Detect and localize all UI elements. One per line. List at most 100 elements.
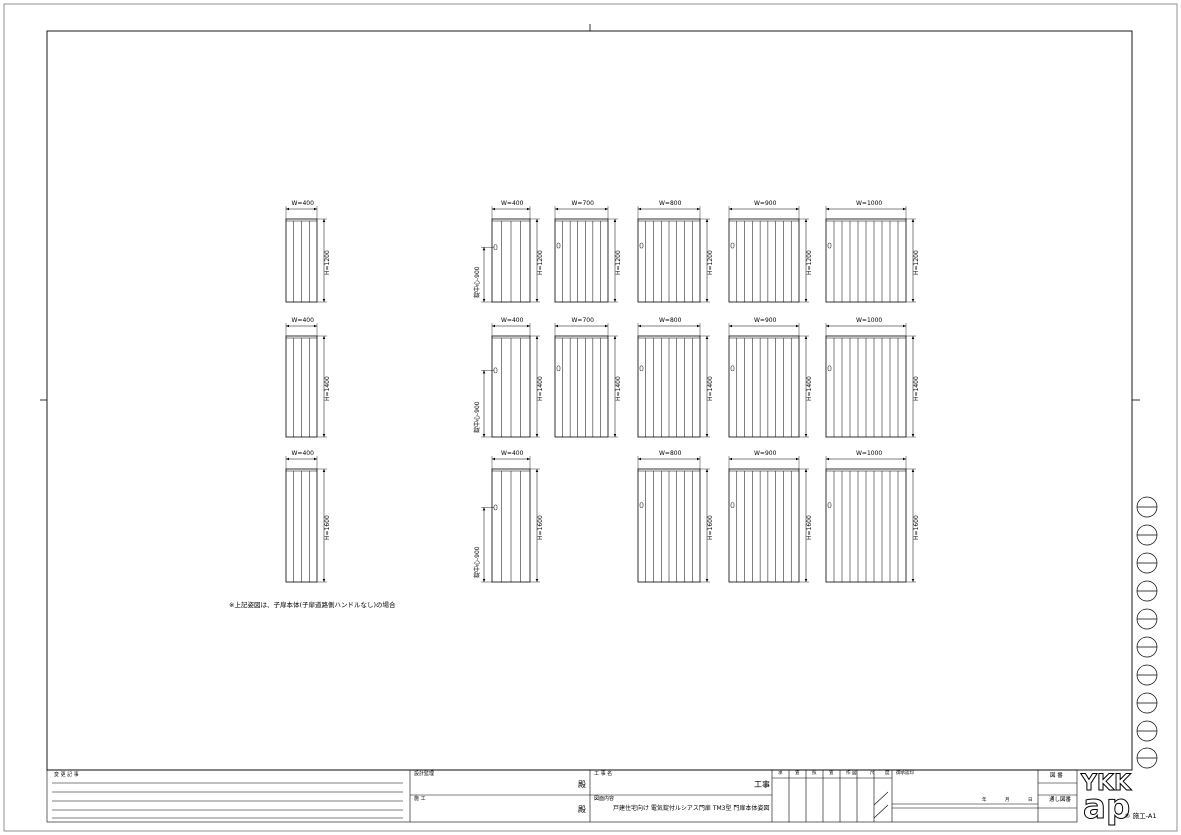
gate-panel: [728, 456, 809, 583]
height-label: H=1200: [537, 249, 544, 275]
handle-icon: [730, 365, 735, 372]
handle-icon: [493, 504, 498, 511]
stamp-header-5: 作: [846, 771, 851, 776]
gate-panel: [728, 323, 809, 438]
height-label: H=1600: [537, 514, 544, 540]
width-label: W=900: [754, 200, 777, 207]
height-label: H=1600: [806, 514, 813, 540]
height-label: H=1400: [324, 375, 331, 401]
handle-icon: [827, 365, 832, 372]
handle-icon: [827, 502, 832, 508]
gate-panel: [481, 323, 540, 438]
height-label: H=1600: [913, 514, 920, 540]
width-label: W=1000: [856, 317, 883, 324]
width-label: W=400: [291, 200, 314, 207]
gate-panel: [481, 456, 540, 583]
lock-center-label: 錠中心-900: [474, 401, 481, 433]
gate-panel: [825, 456, 916, 583]
width-label: W=400: [291, 317, 314, 324]
height-label: H=1200: [913, 249, 920, 275]
handle-icon: [493, 244, 498, 250]
handle-icon: [827, 242, 832, 249]
design-label: 設計監理: [414, 771, 435, 777]
width-label: W=700: [571, 200, 594, 207]
gate-panel: [481, 206, 540, 303]
ykk-ap-logo: YKK ap: [1080, 771, 1133, 828]
revision-circles: [1136, 496, 1158, 769]
content-label: 図面内容: [594, 796, 615, 802]
lock-center-label: 錠中心-900: [474, 546, 481, 578]
gate-panel: [637, 206, 710, 303]
serial-label: 通し図番: [1049, 797, 1072, 803]
revision-label: 変 更 記 事: [54, 772, 79, 778]
stamp-header-3: 照: [812, 771, 817, 776]
width-label: W=800: [659, 317, 682, 324]
honorific-2: 殿: [578, 805, 586, 814]
year-label: 年: [982, 798, 987, 803]
width-label: W=1000: [856, 200, 883, 207]
width-label: W=800: [659, 450, 682, 457]
height-label: H=1600: [707, 514, 714, 540]
lock-center-label: 錠中心-900: [474, 266, 481, 298]
stamp-header-1: 承: [778, 771, 783, 776]
gate-panel: [825, 206, 916, 303]
stamp-header-7: 尺: [870, 771, 875, 776]
approval-label: 御承認印: [896, 771, 914, 776]
gate-panel: [637, 323, 710, 438]
day-label: 日: [1028, 798, 1033, 803]
height-label: H=1400: [707, 375, 714, 401]
handle-icon: [639, 242, 644, 249]
height-label: H=1200: [806, 249, 813, 275]
height-label: H=1200: [615, 249, 622, 275]
height-label: H=1400: [806, 375, 813, 401]
sheet-code-text: 施工-A1: [1132, 812, 1157, 820]
month-label: 月: [1005, 798, 1010, 803]
height-label: H=1400: [615, 375, 622, 401]
width-label: W=700: [571, 317, 594, 324]
height-label: H=1400: [913, 375, 920, 401]
stamp-header-4: 査: [829, 771, 834, 776]
height-label: H=1600: [324, 514, 331, 540]
gate-panels: [285, 206, 916, 583]
width-label: W=400: [501, 200, 524, 207]
height-label: H=1200: [324, 249, 331, 275]
logo-line2: ap: [1083, 787, 1130, 827]
sheet-code: ® 施工-A1: [1124, 812, 1157, 820]
gate-panel: [554, 206, 618, 303]
title-block-grid: [46, 769, 1078, 823]
handle-icon: [556, 242, 561, 249]
gate-panel: [285, 206, 327, 303]
gate-panel: [825, 323, 916, 438]
handle-icon: [556, 365, 561, 372]
gate-panel: [728, 206, 809, 303]
stamp-header-8: 度: [885, 771, 890, 776]
width-label: W=900: [754, 450, 777, 457]
project-label: 工 事 名: [594, 771, 613, 777]
width-label: W=900: [754, 317, 777, 324]
width-label: W=800: [659, 200, 682, 207]
width-label: W=400: [501, 450, 524, 457]
width-label: W=400: [501, 317, 524, 324]
gate-panel: [285, 323, 327, 438]
construction-label: 施 工: [414, 796, 426, 802]
handle-icon: [730, 242, 735, 249]
width-label: W=1000: [856, 450, 883, 457]
honorific-1: 殿: [578, 780, 586, 789]
handle-icon: [639, 365, 644, 372]
width-label: W=400: [291, 450, 314, 457]
stamp-header-6: 図: [852, 771, 857, 776]
handle-icon: [493, 367, 498, 374]
height-label: H=1200: [707, 249, 714, 275]
stamp-header-2: 査: [795, 771, 800, 776]
content-value: 戸建住宅向け 電気錠付ルシアス門扉 TM3型 門扉本体姿図: [613, 805, 770, 812]
handle-icon: [639, 502, 644, 508]
project-suffix: 工事: [754, 780, 770, 789]
gate-panel: [285, 456, 327, 583]
gate-panel: [554, 323, 618, 438]
drawing-note: ※上記姿図は、子扉本体(子扉道路側ハンドルなし)の場合: [229, 601, 396, 609]
gate-panel: [637, 456, 710, 583]
handle-icon: [730, 502, 735, 508]
drawing-no-label: 図 番: [1050, 773, 1063, 779]
